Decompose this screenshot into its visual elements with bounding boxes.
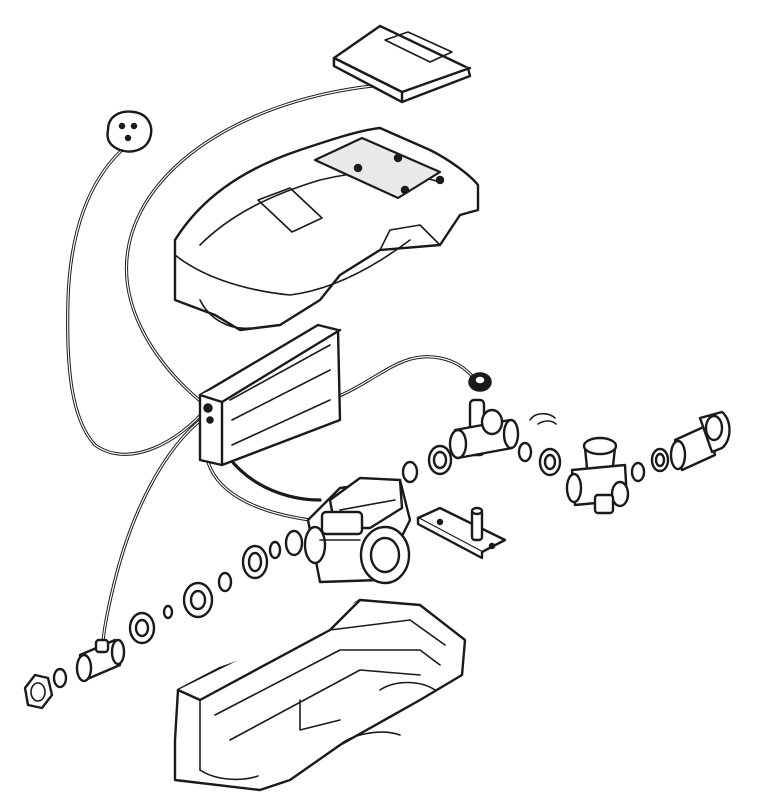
bottom-housing: [173, 598, 467, 792]
top-cover: [173, 126, 480, 332]
nut-left: [23, 673, 54, 710]
wire-harness: [66, 84, 476, 662]
retaining-clip: [529, 412, 556, 421]
seal-rings-right: [630, 447, 670, 483]
inlet-union: [52, 638, 126, 689]
seal-rings-lower: [128, 529, 304, 645]
remote-panel: [332, 24, 472, 104]
seal-rings-upper: [401, 441, 562, 484]
wall-plug: [106, 110, 153, 153]
pump: [303, 476, 412, 585]
mounting-bracket: [416, 506, 507, 560]
sensor-cap: [468, 372, 492, 392]
flow-switch: [565, 436, 630, 515]
tee-fitting: [448, 398, 520, 460]
outlet-elbow: [669, 410, 731, 472]
control-box: [198, 323, 342, 467]
